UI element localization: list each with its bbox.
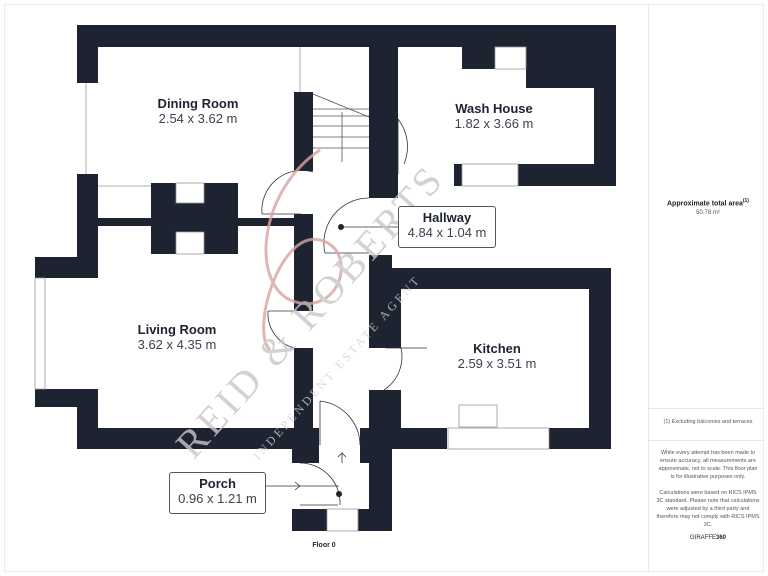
room-name: Wash House xyxy=(455,101,533,116)
giraffe360-logo: GIRAFFE360 xyxy=(648,535,768,541)
room-name: Living Room xyxy=(137,322,217,337)
room-dims: 4.84 x 1.04 m xyxy=(407,225,487,240)
stairs xyxy=(312,93,370,162)
room-name: Kitchen xyxy=(473,341,521,356)
door-swings xyxy=(261,118,427,506)
footnote: (1) Excluding balconies and terraces xyxy=(663,419,753,425)
walls xyxy=(35,25,616,531)
area-superscript: (1) xyxy=(742,198,749,204)
room-dims: 2.54 x 3.62 m xyxy=(158,111,238,126)
sidebar-divider xyxy=(648,4,649,572)
disclaimer-rics: Calculations were based on RICS IPMS 3C … xyxy=(656,490,760,528)
disclaimer-accuracy: While every attempt has been made to ens… xyxy=(658,450,758,480)
room-name: Porch xyxy=(199,476,236,491)
room-dims: 0.96 x 1.21 m xyxy=(178,491,257,506)
area-title-text: Approximate total area xyxy=(667,200,743,208)
brand-prefix: GIRAFFE xyxy=(689,535,716,541)
room-label-hallway: Hallway 4.84 x 1.04 m xyxy=(398,206,496,248)
room-label-porch: Porch 0.96 x 1.21 m xyxy=(169,472,266,514)
brand-suffix: 360 xyxy=(716,535,727,541)
room-name: Dining Room xyxy=(157,96,239,111)
windows-and-fixtures xyxy=(34,46,550,532)
room-label-living: Living Room 3.62 x 4.35 m xyxy=(138,322,217,352)
room-dims: 1.82 x 3.66 m xyxy=(454,116,534,131)
room-label-wash-house: Wash House 1.82 x 3.66 m xyxy=(455,101,534,131)
area-title: Approximate total area(1) xyxy=(648,198,768,207)
divider xyxy=(648,440,764,441)
room-dims: 3.62 x 4.35 m xyxy=(137,337,217,352)
room-label-kitchen: Kitchen 2.59 x 3.51 m xyxy=(458,341,537,371)
room-name: Hallway xyxy=(422,210,472,225)
floor-label: Floor 0 xyxy=(312,542,336,549)
room-label-dining: Dining Room 2.54 x 3.62 m xyxy=(158,96,239,126)
area-value: 50.78 m² xyxy=(696,210,720,216)
page-border xyxy=(4,4,764,572)
divider xyxy=(648,408,764,409)
room-dims: 2.59 x 3.51 m xyxy=(457,356,537,371)
